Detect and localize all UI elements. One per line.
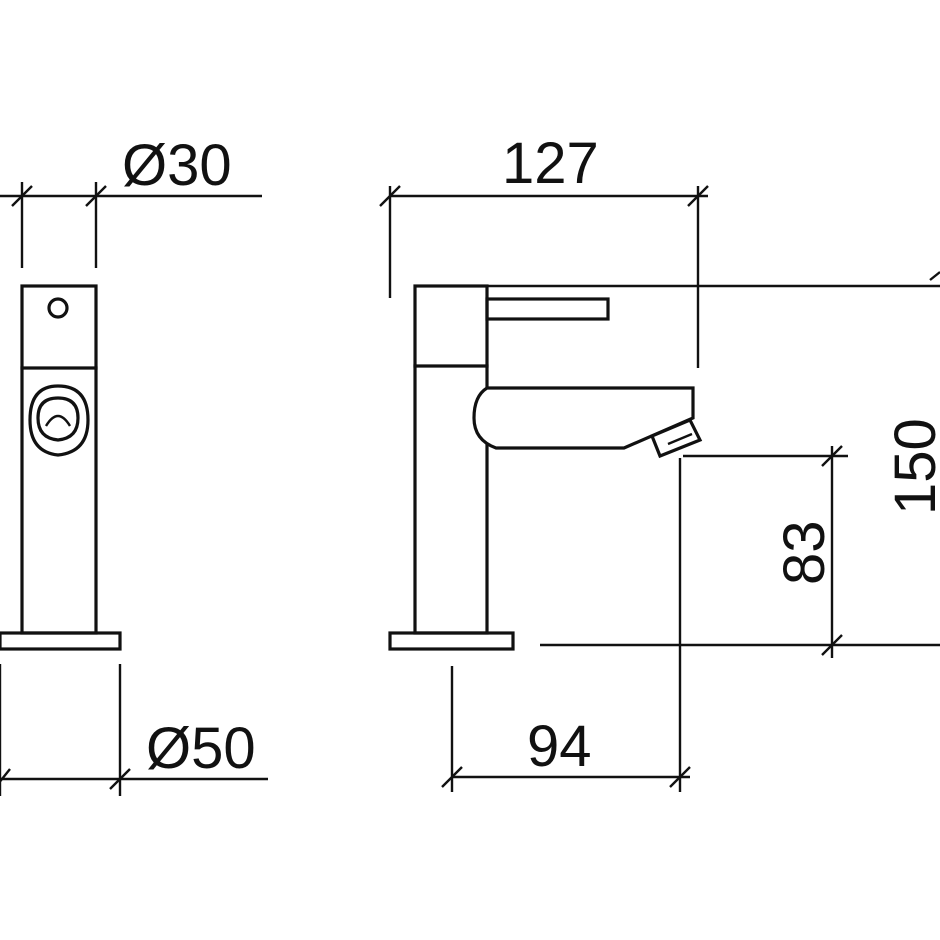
side-view: 127 150 83 94 — [379, 131, 940, 792]
dim-spout-reach-label: 94 — [527, 714, 592, 779]
dim-spout-diameter-label: Ø30 — [122, 133, 232, 198]
dim-spout-height-label: 83 — [772, 520, 837, 585]
front-view: Ø30 Ø50 — [0, 133, 268, 796]
dim-total-height-label: 150 — [883, 418, 940, 515]
handle-front-icon — [28, 384, 90, 457]
dim-base-diameter-label: Ø50 — [146, 716, 256, 781]
side-view-base — [388, 631, 515, 651]
dim-total-depth-label: 127 — [502, 131, 599, 196]
front-view-base — [0, 631, 122, 651]
spout — [472, 386, 695, 450]
dim-total-depth: 127 — [379, 131, 709, 368]
indicator-dot-icon — [47, 297, 69, 319]
aerator-icon — [649, 417, 703, 459]
dim-spout-diameter: Ø30 — [0, 133, 262, 268]
dim-total-height: 150 — [487, 271, 940, 647]
side-view-body — [413, 284, 489, 635]
front-view-body — [20, 284, 98, 635]
lever-handle — [485, 297, 610, 321]
dim-spout-reach: 94 — [441, 458, 691, 792]
dim-spout-height: 83 — [683, 445, 848, 658]
dim-base-diameter: Ø50 — [0, 664, 268, 796]
